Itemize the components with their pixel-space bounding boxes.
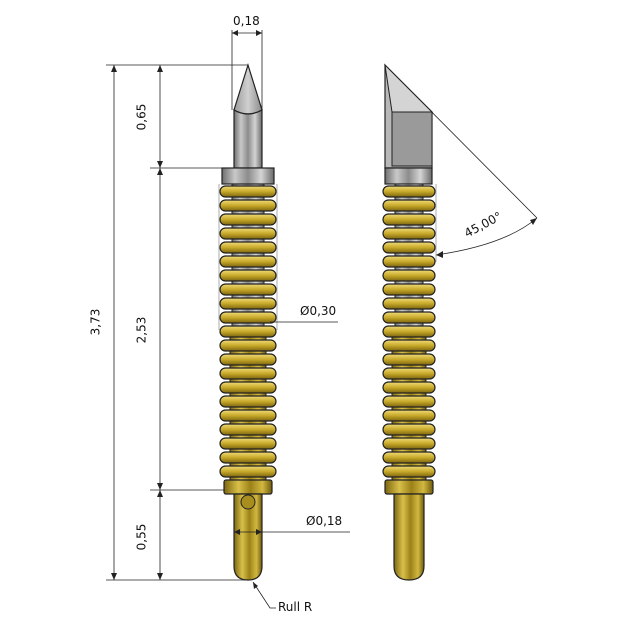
plunger-diameter-label: Ø0,18 <box>306 514 343 528</box>
tip-collar <box>221 167 275 185</box>
side-plunger <box>393 493 425 581</box>
front-view <box>218 62 278 581</box>
tip-width-label: 0,18 <box>233 14 260 28</box>
spring-diameter-label: Ø0,30 <box>300 304 337 318</box>
spring-coils <box>219 185 277 478</box>
side-view <box>382 63 437 581</box>
overall-length-label: 3,73 <box>88 308 103 336</box>
end-radius-label: Rull R <box>278 600 313 614</box>
bottom-collar <box>223 479 273 495</box>
side-spring-coils <box>382 185 436 478</box>
chisel-bevel <box>384 63 434 113</box>
crimp-dot <box>240 494 256 510</box>
dimension-arrows <box>111 30 537 589</box>
tip-shank <box>233 108 263 169</box>
bottom-plunger <box>233 493 263 581</box>
chisel-face <box>391 111 433 167</box>
tip-length-label: 0,65 <box>134 103 149 131</box>
plunger-length-label: 0,55 <box>134 523 149 551</box>
cone-tip <box>233 62 263 115</box>
spring-length-label: 2,53 <box>134 316 149 344</box>
side-collar <box>384 167 433 185</box>
